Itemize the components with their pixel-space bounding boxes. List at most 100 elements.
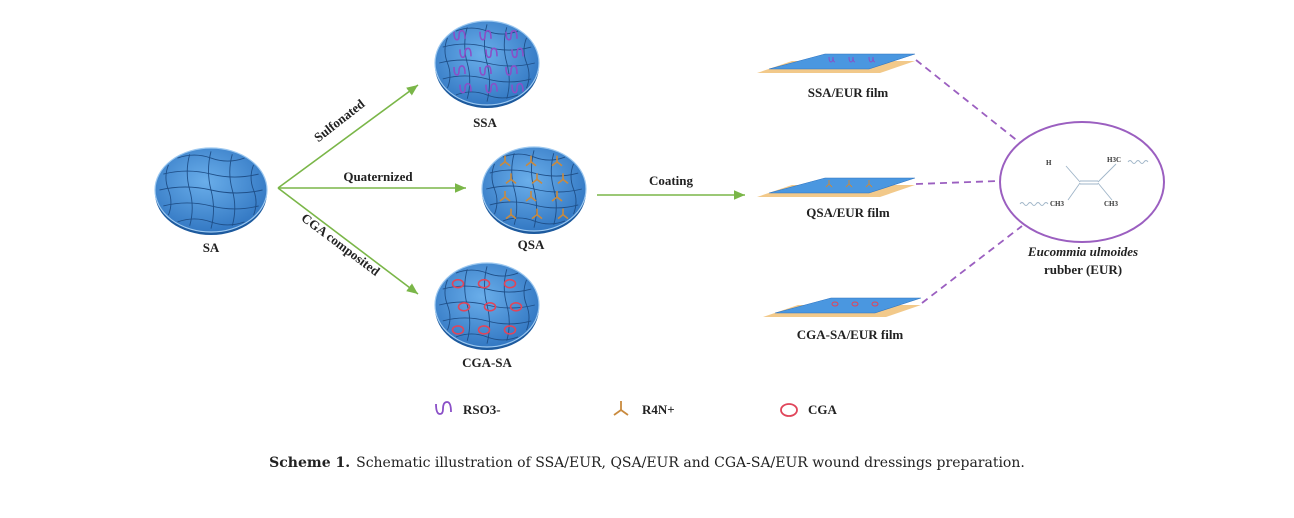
ammonium-icon	[825, 180, 833, 188]
polymer-chain	[503, 269, 510, 341]
film-top	[774, 297, 922, 314]
ammonium-icon	[499, 155, 511, 167]
mol-h: H	[1046, 159, 1052, 167]
sulfonate-icon	[848, 56, 856, 63]
polymer-chain	[523, 37, 530, 89]
cga-icon	[483, 301, 497, 312]
polymer-chain	[186, 154, 193, 226]
cga-icon	[871, 301, 879, 307]
polymer-chain	[444, 279, 451, 331]
cga-icon	[831, 301, 839, 307]
polymer-chain	[442, 317, 532, 325]
dashed-connector-ssa	[915, 59, 1025, 147]
caption-text: Schematic illustration of SSA/EUR, QSA/E…	[356, 455, 1025, 471]
label-ssa: SSA	[473, 115, 497, 130]
label-qsa: QSA	[518, 237, 545, 252]
label-sa: SA	[203, 240, 220, 255]
sulfonate-icon	[459, 47, 472, 59]
label-cga-sa: CGA-SA	[462, 355, 512, 370]
sulfonate-icon	[435, 401, 452, 415]
polymer-chain	[489, 169, 579, 177]
cga-icon	[503, 278, 517, 289]
sulfonate-icon	[828, 56, 836, 63]
sulfonate-icon	[485, 47, 498, 59]
polymer-chain	[229, 154, 236, 226]
polymer-chain	[165, 164, 172, 216]
sulfonate-icon	[453, 65, 466, 76]
sulfonate-icon	[459, 82, 472, 94]
eur-name-italic: Eucommia ulmoides	[1027, 244, 1138, 259]
arrow-cga-composited	[277, 187, 419, 295]
disc-cga-sa	[434, 262, 540, 350]
polymer-chain	[523, 279, 530, 331]
polymer-chain	[511, 153, 518, 225]
cga-icon	[451, 325, 465, 335]
cga-icon	[503, 325, 517, 335]
arrow-sulfonated	[277, 84, 419, 189]
ammonium-icon	[499, 190, 511, 202]
cga-icon	[477, 325, 491, 335]
film-top	[768, 177, 916, 194]
polymer-chain	[208, 151, 214, 229]
disc-qsa	[481, 146, 587, 234]
ammonium-icon	[525, 155, 537, 167]
polymer-chain	[163, 202, 259, 210]
film-qsa-eur	[757, 177, 916, 197]
polymer-chain	[250, 164, 257, 216]
ammonium-icon	[505, 208, 517, 220]
ammonium-icon	[525, 190, 537, 202]
eur-molecule-outline	[999, 121, 1165, 243]
ammonium-icon	[865, 180, 873, 188]
label-coating: Coating	[649, 173, 694, 188]
mol-h3c: H3C	[1107, 156, 1121, 164]
label-quaternized: Quaternized	[343, 169, 413, 184]
ammonium-icon	[613, 401, 629, 416]
ammonium-icon	[531, 173, 543, 184]
polymer-chain	[570, 163, 577, 215]
sulfonate-icon	[479, 65, 492, 76]
label-qsa-eur-film: QSA/EUR film	[806, 205, 890, 220]
sulfonate-icon	[485, 82, 498, 94]
polymer-chain	[502, 153, 566, 161]
label-sulfonated: Sulfonated	[311, 96, 368, 145]
sulfonate-icon	[511, 47, 524, 59]
cga-icon	[851, 301, 859, 307]
polymer-chain	[455, 91, 519, 99]
sulfonate-icon	[505, 29, 518, 41]
label-cga-composited: CGA composited	[299, 210, 384, 279]
dashed-connector-qsa	[915, 180, 1000, 185]
mol-ch3-left: CH3	[1050, 200, 1065, 208]
cga-icon	[509, 301, 523, 312]
ammonium-icon	[551, 155, 563, 167]
sulfonate-icon	[868, 56, 876, 63]
sulfonate-icon	[505, 65, 518, 76]
polymer-chain	[177, 218, 245, 226]
polymer-chain	[502, 217, 566, 225]
disc-ssa	[434, 20, 540, 108]
ammonium-icon	[557, 208, 569, 220]
label-ssa-eur-film: SSA/EUR film	[808, 85, 889, 100]
cga-icon	[457, 301, 471, 312]
figure-caption: Scheme 1.Schematic illustration of SSA/E…	[0, 455, 1294, 471]
film-ssa-eur	[757, 53, 916, 73]
disc-sa	[154, 147, 268, 235]
legend-cga: CGA	[808, 402, 838, 417]
polymer-chain	[489, 201, 579, 209]
sulfonate-icon	[453, 29, 466, 41]
polymer-chain	[442, 75, 532, 83]
polymer-chain	[491, 163, 498, 215]
ammonium-icon	[551, 190, 563, 202]
ammonium-icon	[845, 180, 853, 188]
polymer-chain	[444, 37, 451, 89]
cga-icon	[780, 403, 798, 417]
legend-r4n: R4N+	[642, 402, 675, 417]
sulfonate-icon	[479, 29, 492, 41]
film-cga-sa-eur	[763, 297, 922, 317]
eur-structure	[1019, 160, 1149, 206]
eur-name-rest: rubber (EUR)	[1044, 262, 1122, 277]
ammonium-icon	[557, 173, 569, 184]
polymer-chain	[455, 333, 519, 341]
polymer-chain	[442, 285, 532, 293]
